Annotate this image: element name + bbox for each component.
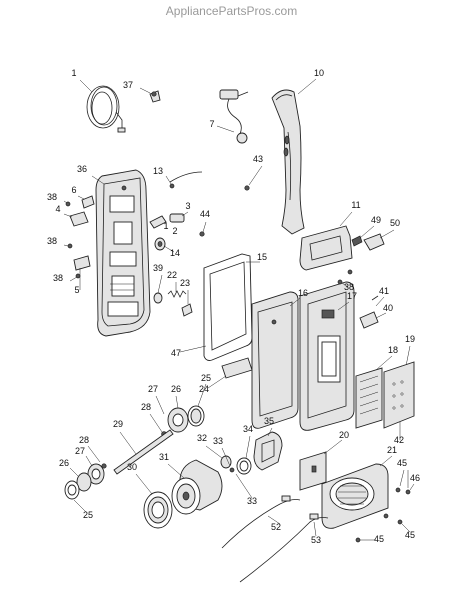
callout-c-17: 17 [347,291,357,301]
callout-c-20: 20 [339,430,349,440]
callout-c-41: 41 [379,286,389,296]
callout-c-3: 3 [185,201,190,211]
callout-c-36: 36 [77,164,87,174]
callout-c-38d: 38 [344,282,354,292]
part-motor-fasteners [205,445,253,499]
callout-c-7: 7 [209,119,214,129]
part-axle [113,429,174,475]
callout-c-25b: 25 [83,510,93,520]
callout-c-30: 30 [127,462,137,472]
part-switch-harness [216,89,249,144]
part-gasket-ring [236,435,252,475]
callout-c-47: 47 [171,348,181,358]
part-screw-37 [139,87,161,103]
part-port-cover [299,211,353,271]
callout-c-28b: 28 [79,435,89,445]
callout-c-53: 53 [311,535,321,545]
part-handle [271,78,317,235]
part-motor-housing [321,455,393,529]
callout-c-46: 46 [410,473,420,483]
part-front-housing [299,281,355,431]
part-wheel-bracket [149,211,207,253]
part-fan-ring [135,473,173,529]
callout-c-32: 32 [197,433,207,443]
callout-c-22: 22 [167,270,177,280]
callout-c-45c: 45 [374,534,384,544]
part-screws-38-right [337,269,353,288]
callout-c-24: 24 [199,384,209,394]
callout-c-43: 43 [253,154,263,164]
callout-c-4: 4 [55,204,60,214]
callout-c-39: 39 [153,263,163,273]
callout-c-27b: 27 [75,446,85,456]
callout-c-15: 15 [257,252,267,262]
callout-c-49: 49 [371,215,381,225]
callout-c-26a: 26 [171,384,181,394]
callout-c-38a: 38 [47,192,57,202]
callout-c-1: 1 [71,68,76,78]
callout-c-23: 23 [180,278,190,288]
callout-c-37: 37 [123,80,133,90]
part-duct-adapter [253,427,283,471]
callout-c-38c: 38 [53,273,63,283]
callout-c-50: 50 [390,218,400,228]
callout-c-42: 42 [394,435,404,445]
callout-c-52: 52 [271,522,281,532]
callout-c-5: 5 [74,285,79,295]
callout-c-44: 44 [200,209,210,219]
part-motor [167,459,223,515]
part-wire-lead-53 [239,513,329,583]
part-housing-screws [355,469,415,543]
callout-c-33b: 33 [247,496,257,506]
part-rear-housing [91,169,151,337]
part-power-cord [79,79,126,133]
part-screw-43 [244,165,263,191]
callout-c-45b: 45 [405,530,415,540]
callout-c-34: 34 [243,424,253,434]
callout-c-25a: 25 [201,373,211,383]
part-bearing-stack-upper [149,383,207,437]
part-exhaust-filter [355,355,393,429]
callout-c-6: 6 [71,185,76,195]
part-filter-grille [383,361,415,440]
callout-c-28a: 28 [141,402,151,412]
callout-c-13: 13 [153,166,163,176]
callout-c-27a: 27 [148,384,158,394]
callout-c-45a: 45 [397,458,407,468]
callout-c-19: 19 [405,334,415,344]
part-clip-knob [351,225,395,251]
part-wire-lead [221,495,301,549]
callout-c-16: 16 [298,288,308,298]
callout-c-21: 21 [387,445,397,455]
callout-c-35: 35 [264,416,274,426]
part-clips-and-screws [63,195,95,290]
part-bag-door [251,291,301,429]
callout-c-11: 11 [351,200,360,210]
callout-c-26b: 26 [59,458,69,468]
callout-c-33a: 33 [213,436,223,446]
callout-c-38b: 38 [47,236,57,246]
watermark: AppliancePartsPros.com [165,4,298,18]
part-latch [359,295,387,329]
part-door-frame [179,253,260,361]
callout-c-1b: 1 [163,221,168,231]
part-cover-plate [299,439,343,491]
callout-c-31: 31 [159,452,169,462]
part-bearing-stack-lower [64,445,107,513]
part-filter-24 [207,357,253,389]
callout-c-29: 29 [113,419,123,429]
callout-c-10: 10 [314,68,324,78]
callout-c-18: 18 [388,345,398,355]
callout-c-14: 14 [170,248,180,258]
part-cord-hook [165,171,203,189]
callout-c-2: 2 [172,226,177,236]
callout-c-40: 40 [383,303,393,313]
part-wheel-spring [153,274,193,317]
